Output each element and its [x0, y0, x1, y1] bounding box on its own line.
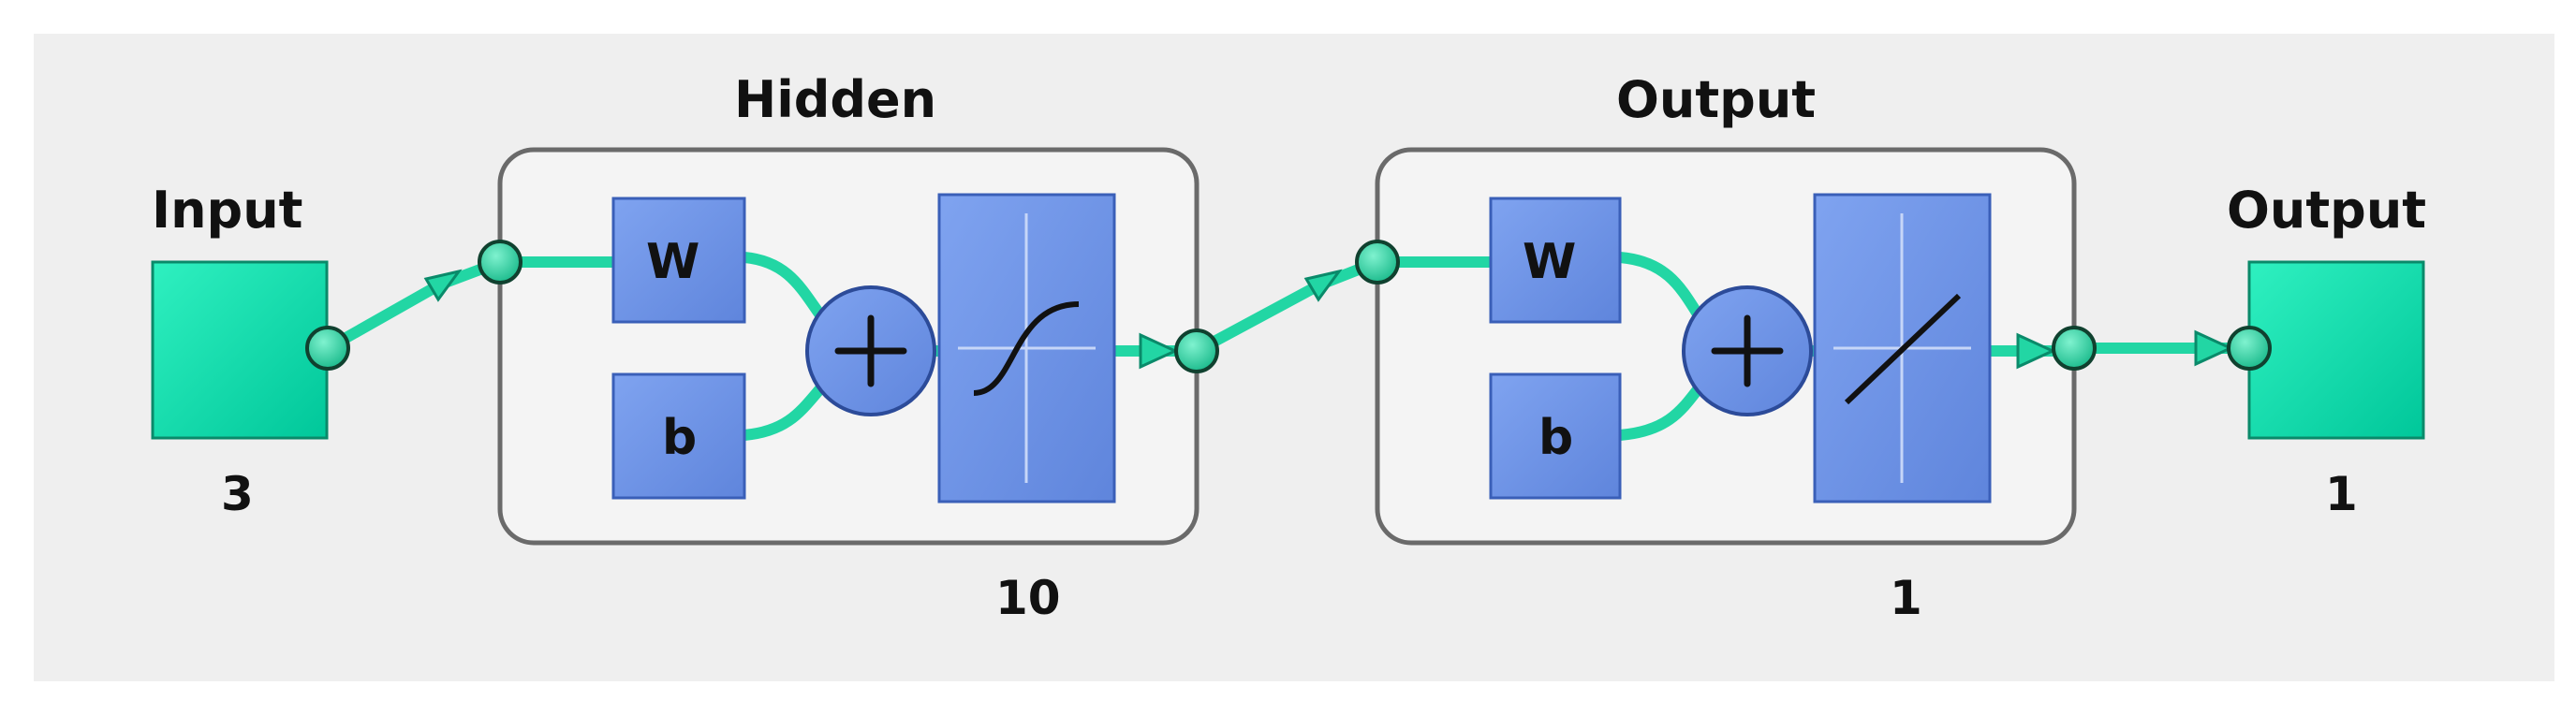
- wire-input-to-hidden: [322, 256, 506, 354]
- output-box: [2247, 260, 2425, 440]
- output-layer-input-node: [1355, 240, 1400, 285]
- wire-hidden-to-output: [1191, 256, 1383, 357]
- sigmoid-icon: [973, 301, 1080, 396]
- connection-nodes: [305, 240, 2272, 373]
- hidden-weight-block: [611, 197, 746, 324]
- output-size: 1: [2325, 467, 2358, 521]
- output-bias-label: b: [1538, 410, 1574, 466]
- hidden-plus-icon: [834, 314, 907, 387]
- arrowheads: [423, 269, 2234, 370]
- hidden-input-node: [478, 240, 523, 285]
- output-weight-label: W: [1523, 234, 1577, 290]
- output-layer-size: 1: [1890, 571, 1922, 625]
- hidden-output-node: [1174, 328, 1219, 373]
- arrowhead-input-to-hidden: [423, 269, 463, 302]
- output-layer-output-node: [2052, 326, 2097, 371]
- output-box-node: [2227, 326, 2272, 371]
- output-layer-title: Output: [1616, 70, 1817, 129]
- hidden-bias-block: [611, 372, 746, 500]
- plus-signs: [834, 314, 1784, 387]
- linear-icon: [1844, 293, 1962, 405]
- arrowhead-hidden-to-node: [1139, 332, 1179, 370]
- arrowhead-to-output-box: [2194, 329, 2234, 367]
- output-label: Output: [2227, 181, 2427, 240]
- hidden-layer-size: 10: [995, 571, 1061, 625]
- hidden-layer-title: Hidden: [734, 70, 937, 129]
- network-diagram-canvas: [34, 34, 2554, 681]
- input-label: Input: [152, 181, 303, 240]
- input-box: [151, 260, 329, 440]
- arrowhead-hidden-to-output: [1303, 269, 1343, 302]
- input-node: [305, 326, 350, 371]
- hidden-transfer-block: [937, 193, 1116, 503]
- hidden-bias-label: b: [662, 410, 698, 466]
- input-size: 3: [221, 467, 254, 521]
- output-transfer-block: [1813, 193, 1992, 503]
- output-weight-block: [1489, 197, 1622, 324]
- output-bias-block: [1489, 372, 1622, 500]
- arrowhead-output-to-node: [2016, 332, 2056, 370]
- hidden-weight-label: W: [646, 234, 700, 290]
- output-plus-icon: [1711, 314, 1784, 387]
